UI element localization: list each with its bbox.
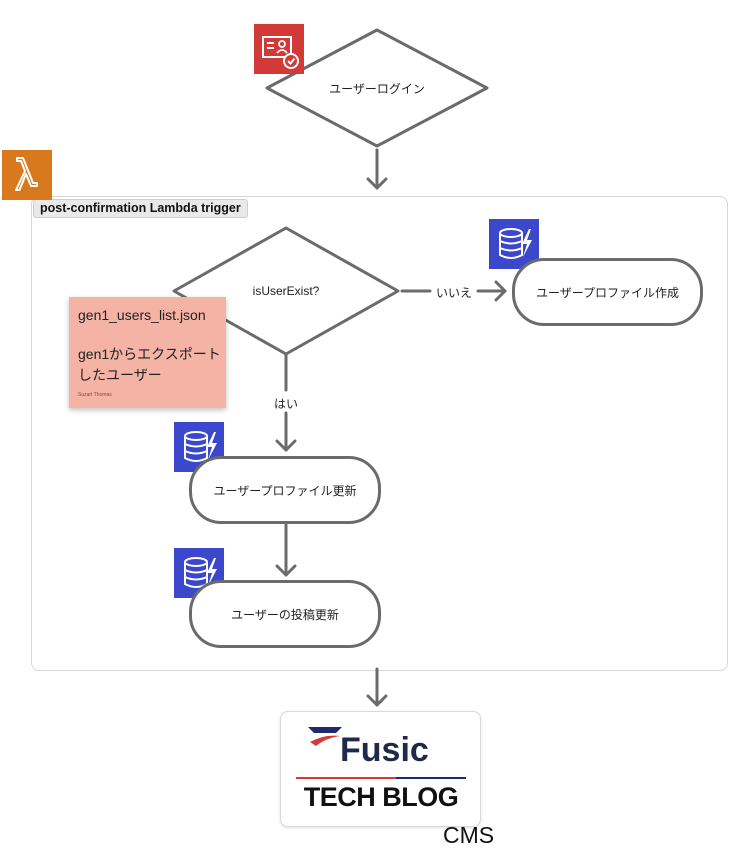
cms-label: CMS: [443, 822, 495, 848]
update-profile-node: ユーザープロファイル更新: [189, 456, 381, 524]
arrowhead-no: [494, 280, 507, 302]
edge-yes-label: はい: [273, 397, 298, 411]
update-posts-node: ユーザーの投稿更新: [189, 580, 381, 648]
arrowhead-login-check: [366, 177, 388, 190]
create-profile-label: ユーザープロファイル作成: [535, 285, 680, 300]
cognito-icon: [254, 24, 304, 74]
fusic-swoosh-icon: [308, 727, 342, 746]
logo-divider: [296, 777, 466, 779]
tech-blog-title: TECH BLOG: [303, 782, 459, 812]
group-title: post-confirmation Lambda trigger: [33, 199, 248, 218]
edge-no-label: いいえ: [435, 286, 472, 300]
arrowhead-yes: [275, 439, 297, 452]
note-author: Suzart Thomas: [78, 392, 112, 398]
arrowhead-group-cms: [366, 694, 388, 707]
login-label: ユーザーログイン: [329, 82, 425, 96]
update-posts-label: ユーザーの投稿更新: [231, 607, 339, 622]
arrowhead-update-posts: [275, 564, 297, 577]
update-profile-label: ユーザープロファイル更新: [213, 483, 357, 498]
fusic-brand: Fusic: [340, 731, 429, 769]
note-body: gen1からエクスポートしたユーザー: [78, 346, 221, 383]
note-title: gen1_users_list.json: [78, 307, 206, 323]
check-label: isUserExist?: [252, 284, 320, 298]
sticky-note: gen1_users_list.json gen1からエクスポートしたユーザー …: [69, 297, 226, 408]
create-profile-node: ユーザープロファイル作成: [512, 258, 703, 326]
check-diamond: [172, 226, 400, 356]
lambda-icon: [2, 150, 52, 200]
